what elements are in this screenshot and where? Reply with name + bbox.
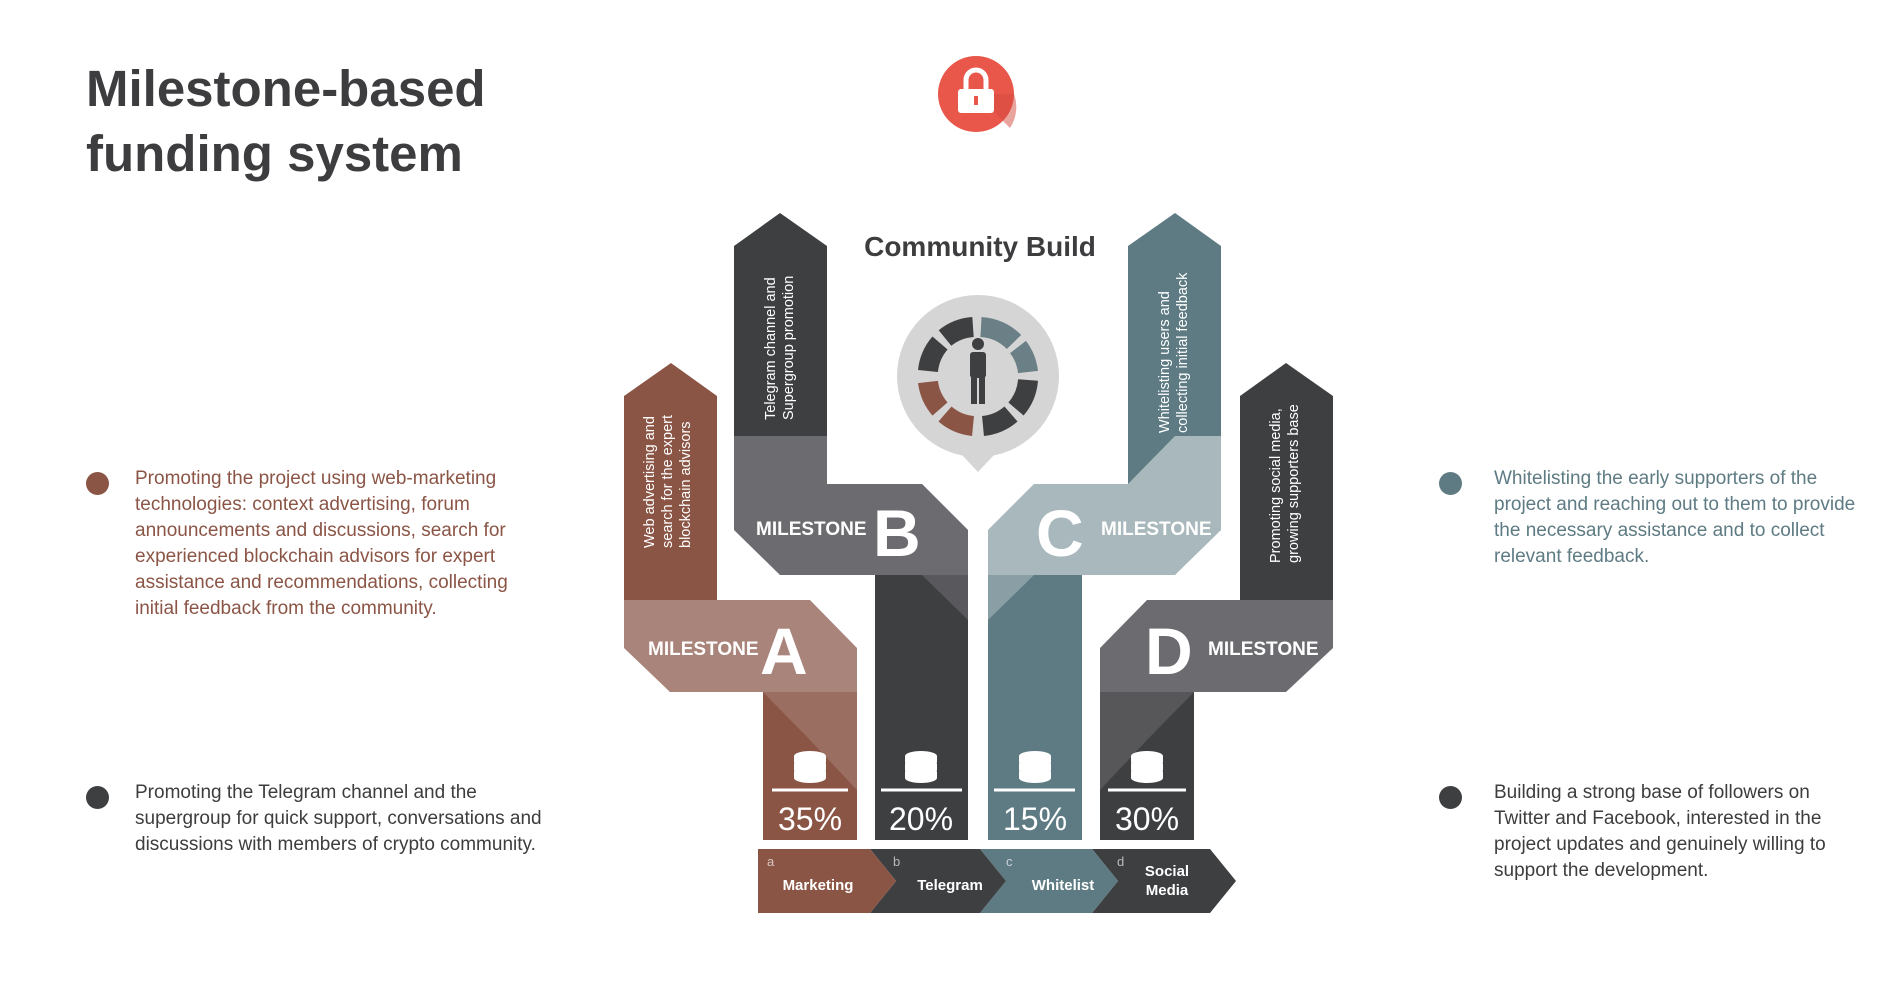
milestone-a-word: MILESTONE — [648, 639, 759, 660]
page-title: Milestone-based funding system — [86, 60, 486, 182]
note-b: Promoting the Telegram channel and the s… — [135, 782, 542, 855]
bullet-b — [86, 786, 109, 809]
step-d-letter: d — [1117, 854, 1124, 869]
percent-c: 15% — [1003, 801, 1067, 837]
step-d-label-2: Media — [1146, 882, 1189, 899]
milestone-d-letter: D — [1145, 614, 1193, 688]
coin-stack-icon — [1019, 751, 1051, 783]
step-c-letter: c — [1006, 854, 1013, 869]
note-d: Building a strong base of followers on T… — [1494, 782, 1826, 881]
coin-stack-icon — [1131, 751, 1163, 783]
step-c-label: Whitelist — [1032, 877, 1095, 894]
milestone-b-desc-2: Supergroup promotion — [781, 276, 797, 420]
note-c: Whitelisting the early supporters of the… — [1494, 468, 1856, 567]
milestone-c — [988, 213, 1221, 840]
milestone-b — [734, 213, 968, 840]
milestone-b-desc-1: Telegram channel and — [763, 277, 779, 420]
milestone-a-desc-1: Web advertising and — [642, 416, 658, 548]
padlock-icon — [938, 56, 1017, 132]
milestone-b-letter: B — [873, 496, 921, 570]
milestone-c-desc-2: collecting initial feedback — [1175, 272, 1191, 433]
process-chevrons — [758, 849, 1236, 913]
milestone-d-desc-1: Promoting social media, — [1268, 408, 1284, 563]
person-icon — [970, 338, 986, 404]
bullet-c — [1439, 472, 1462, 495]
percent-a: 35% — [778, 801, 842, 837]
step-b-letter: b — [893, 854, 900, 869]
bullet-a — [86, 472, 109, 495]
milestone-a-letter: A — [760, 614, 808, 688]
percent-d: 30% — [1115, 801, 1179, 837]
center-title: Community Build — [864, 231, 1096, 262]
note-a: Promoting the project using web-marketin… — [135, 468, 508, 619]
milestone-a-desc-2: search for the expert — [660, 415, 676, 548]
milestone-d — [1100, 363, 1333, 840]
coin-stack-icon — [794, 751, 826, 783]
milestone-b-word: MILESTONE — [756, 519, 867, 540]
percent-b: 20% — [889, 801, 953, 837]
community-badge — [897, 295, 1059, 472]
step-a-letter: a — [767, 854, 775, 869]
milestone-a-desc-3: blockchain advisors — [678, 421, 694, 548]
step-d-label-1: Social — [1145, 863, 1189, 880]
step-a-label: Marketing — [783, 877, 854, 894]
milestone-d-desc-2: growing supporters base — [1286, 404, 1302, 563]
milestone-c-word: MILESTONE — [1101, 519, 1212, 540]
milestone-c-letter: C — [1036, 496, 1084, 570]
coin-stack-icon — [905, 751, 937, 783]
milestone-c-desc-1: Whitelisting users and — [1157, 291, 1173, 433]
milestone-d-word: MILESTONE — [1208, 639, 1319, 660]
milestone-a — [624, 363, 857, 840]
step-b-label: Telegram — [917, 877, 983, 894]
bullet-d — [1439, 786, 1462, 809]
